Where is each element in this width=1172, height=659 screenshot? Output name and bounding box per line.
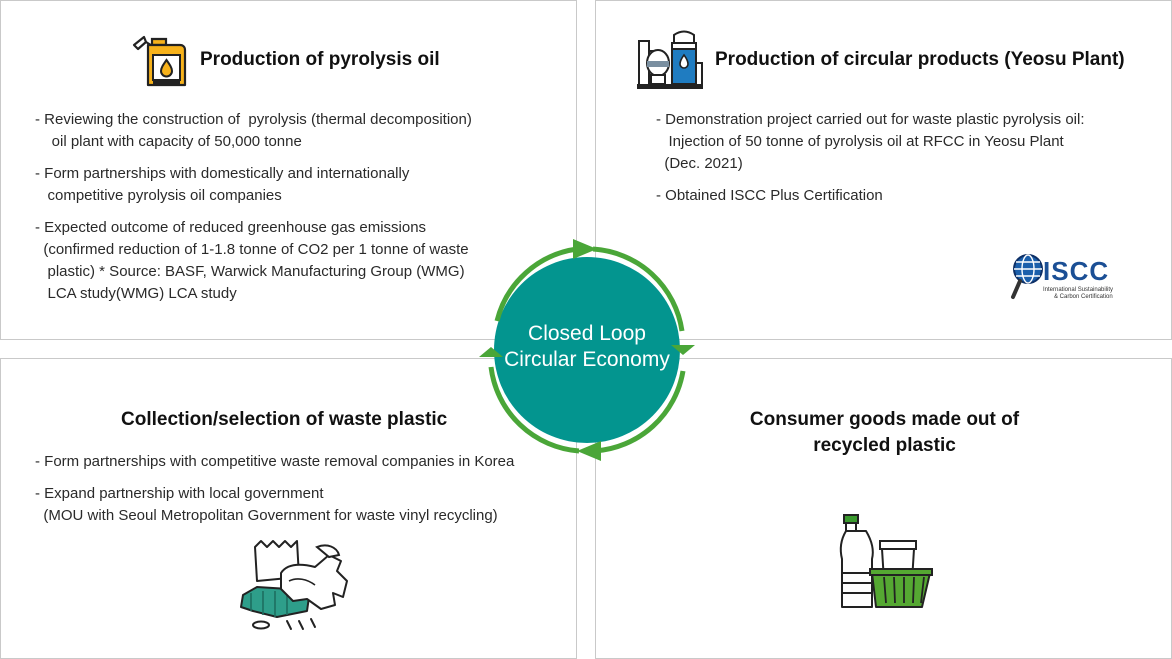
- globe-magnifier-icon: [1011, 254, 1043, 299]
- iscc-logo: ISCC International Sustainability & Carb…: [1010, 252, 1120, 304]
- center-label-line1: Closed Loop: [528, 322, 646, 345]
- bullet-list: - Reviewing the construction of pyrolysi…: [35, 109, 472, 305]
- loop-arrow-top: [494, 246, 578, 322]
- list-item: - Demonstration project carried out for …: [656, 111, 1085, 172]
- plastic-waste-icon: [240, 540, 348, 630]
- circular-economy-loop: [479, 239, 695, 461]
- panel-title: Collection/selection of waste plastic: [121, 409, 448, 430]
- panel-title-line2: recycled plastic: [813, 435, 956, 456]
- iscc-logo-name: ISCC: [1043, 256, 1110, 286]
- loop-arrow-top: [592, 246, 685, 332]
- loop-arrow-bottom: [594, 370, 686, 454]
- fuel-can-icon: [132, 35, 187, 87]
- panel-consumer-goods: Consumer goods made out of recycled plas…: [595, 358, 1172, 659]
- arrowhead-icon: [671, 345, 695, 355]
- list-item: - Expected outcome of reduced greenhouse…: [35, 219, 469, 302]
- center-label-line2: Circular Economy: [504, 348, 670, 371]
- bullet-list: - Form partnerships with competitive was…: [35, 451, 514, 527]
- loop-arrow-bottom: [488, 366, 580, 454]
- center-circle: [494, 257, 680, 443]
- panel-production-circular-products: Production of circular products (Yeosu P…: [595, 0, 1172, 340]
- panel-title: Production of circular products (Yeosu P…: [715, 49, 1125, 70]
- panel-production-pyrolysis-oil: Production of pyrolysis oil - Reviewing …: [0, 0, 577, 340]
- plant-tanks-icon: [637, 30, 703, 89]
- panel-collection-waste-plastic: Collection/selection of waste plastic - …: [0, 358, 577, 659]
- panel-title: Production of pyrolysis oil: [200, 49, 440, 70]
- list-item: - Expand partnership with local governme…: [35, 485, 498, 524]
- arrowhead-icon: [479, 347, 503, 357]
- list-item: - Obtained ISCC Plus Certification: [656, 187, 883, 204]
- bullet-list: - Demonstration project carried out for …: [656, 109, 1085, 207]
- list-item: - Form partnerships with domestically an…: [35, 165, 410, 204]
- arrowhead-icon: [573, 239, 597, 259]
- arrowhead-icon: [577, 441, 601, 461]
- list-item: - Form partnerships with competitive was…: [35, 453, 515, 470]
- recycled-bottle-basket-icon: [839, 514, 933, 608]
- panel-title-line1: Consumer goods made out of: [749, 409, 1020, 430]
- iscc-logo-subtitle: & Carbon Certification: [1054, 294, 1113, 300]
- iscc-logo-subtitle: International Sustainability: [1043, 287, 1114, 293]
- list-item: - Reviewing the construction of pyrolysi…: [35, 111, 472, 150]
